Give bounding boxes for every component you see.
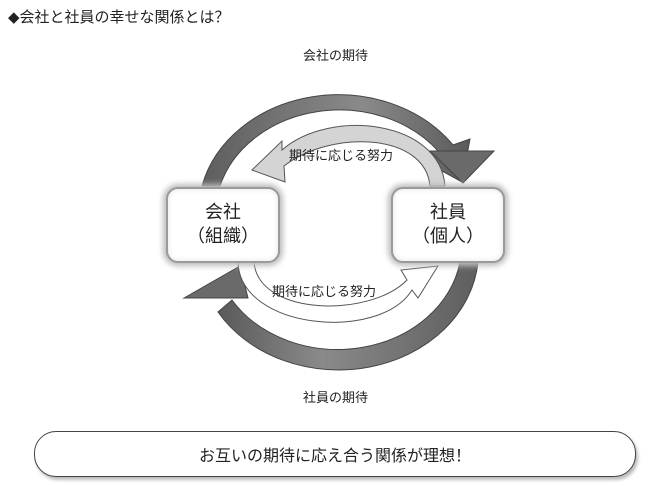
conclusion-text: お互いの期待に応え合う関係が理想！ [198, 446, 471, 465]
company-expectation-arrowhead [428, 150, 496, 184]
employee-expectation-arrowhead [182, 265, 249, 299]
page-title: ◆会社と社員の幸せな関係とは？ [8, 8, 230, 26]
employee-box: 社員 （個人） [391, 187, 505, 263]
employee-expectation-label: 社員の期待 [303, 391, 369, 406]
company-name: 会社 [205, 202, 241, 223]
employee-expectation-arrow [217, 261, 479, 371]
company-expectation-label: 会社の期待 [303, 49, 369, 64]
conclusion-banner: お互いの期待に応え合う関係が理想！ [34, 431, 636, 477]
company-subtitle: （組織） [187, 226, 259, 247]
employee-subtitle: （個人） [412, 226, 484, 247]
company-box: 会社 （組織） [166, 187, 280, 263]
employee-name: 社員 [430, 202, 466, 223]
effort-to-employee-arrow [237, 261, 439, 323]
company-expectation-arrow [201, 94, 471, 187]
effort-to-company-arrow [251, 125, 446, 187]
effort-to-company-label: 期待に応じる努力 [289, 149, 394, 164]
effort-to-employee-label: 期待に応じる努力 [272, 285, 377, 300]
